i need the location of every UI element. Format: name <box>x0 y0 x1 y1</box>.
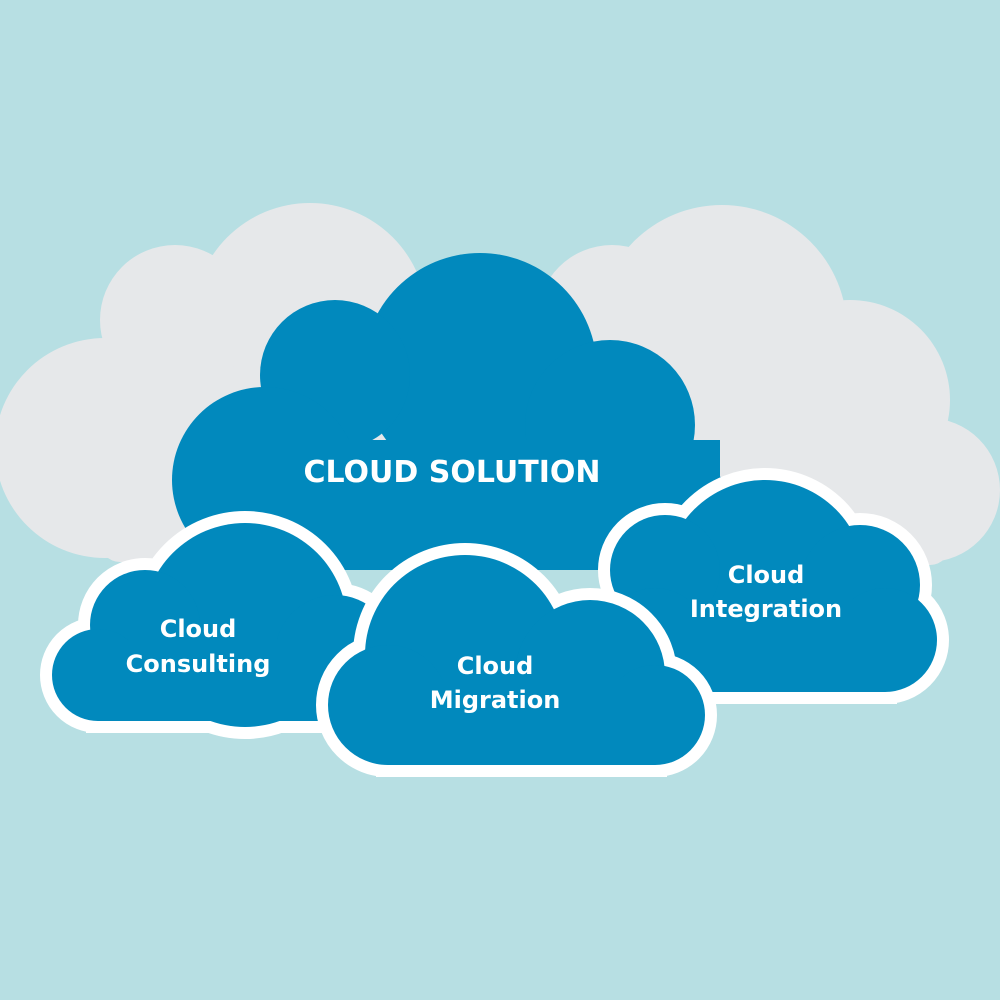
cloud-migration: Cloud Migration <box>316 543 717 777</box>
cloud-consulting: Cloud Consulting <box>40 511 407 739</box>
cloud-consulting-line1: Cloud <box>160 615 237 643</box>
cloud-integration-line1: Cloud <box>728 561 805 589</box>
cloud-migration-line2: Migration <box>430 686 561 714</box>
cloud-consulting-line2: Consulting <box>126 650 271 678</box>
cloud-migration-line1: Cloud <box>457 652 534 680</box>
cloud-solution-title: CLOUD SOLUTION <box>303 455 600 490</box>
cloud-integration-line2: Integration <box>690 595 842 623</box>
